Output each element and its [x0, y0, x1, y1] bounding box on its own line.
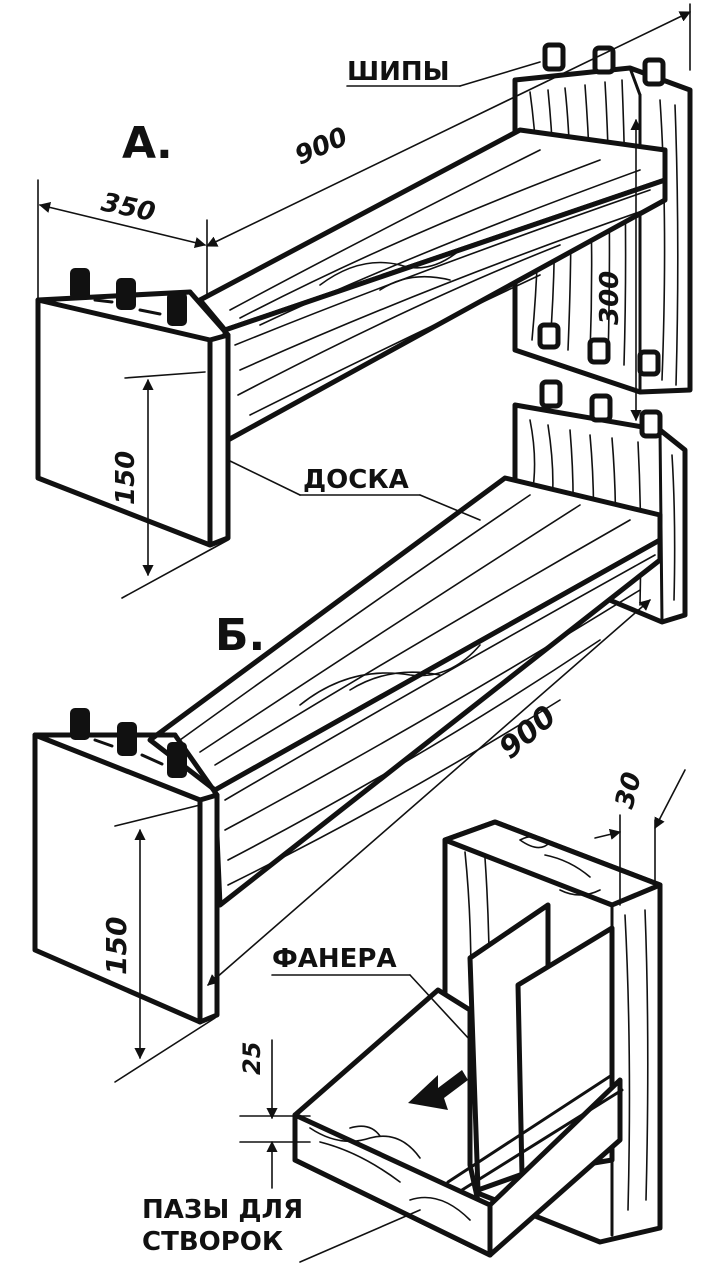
label-grooves-line1: ПАЗЫ ДЛЯ [142, 1195, 303, 1225]
dim-b-height: 150 [100, 804, 216, 1083]
label-grooves-line2: СТВОРОК [142, 1227, 283, 1257]
tenons-a-left [70, 268, 187, 326]
label-a: А. [122, 118, 173, 169]
dim-detail-groove: 25 [238, 1039, 311, 1189]
label-tenons: ШИПЫ [347, 57, 450, 87]
callout-grooves: ПАЗЫ ДЛЯ СТВОРОК [142, 1195, 421, 1263]
callout-tenons: ШИПЫ [346, 57, 541, 87]
dim-b-height-value: 150 [100, 917, 133, 975]
shelf-unit-a: 900 350 150 300 А. ШИПЫ [35, 3, 693, 599]
label-plywood: ФАНЕРА [272, 944, 397, 974]
callout-plywood: ФАНЕРА [271, 944, 471, 1041]
dim-a-height: 150 [111, 371, 229, 599]
dim-detail-thickness-value: 30 [610, 769, 648, 812]
shelf-unit-b: 900 150 Б. ДОСКА [32, 379, 688, 1083]
board-b [147, 475, 663, 908]
dim-detail-groove-value: 25 [238, 1042, 266, 1075]
tenons-b-right [539, 379, 663, 439]
label-board: ДОСКА [303, 465, 409, 495]
dim-a-length-value: 900 [291, 122, 353, 171]
dim-a-spacing-value: 300 [595, 271, 625, 325]
dim-a-height-value: 150 [111, 451, 141, 505]
dim-b-length-value: 900 [493, 699, 563, 766]
groove-detail: 30 25 ФАНЕРА ПАЗЫ ДЛЯ СТВОРОК [142, 769, 686, 1263]
tenons-b-left [70, 708, 187, 778]
end-panel-b-left [32, 732, 220, 1025]
callout-board: ДОСКА [227, 459, 481, 521]
label-b: Б. [215, 610, 265, 661]
dim-a-spacing: 300 [595, 118, 642, 422]
end-panel-a-left [35, 289, 231, 548]
